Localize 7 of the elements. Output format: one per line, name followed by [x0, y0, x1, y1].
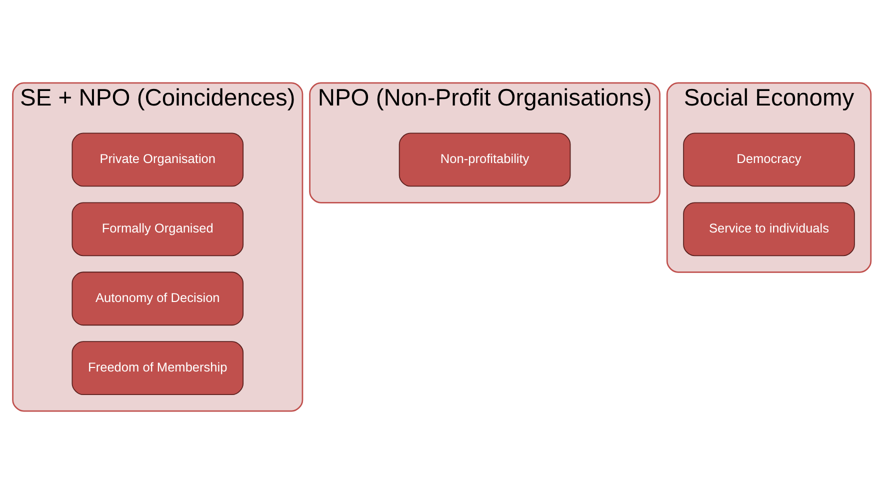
- node-box: Autonomy of Decision: [72, 271, 244, 326]
- node-box: Formally Organised: [72, 202, 244, 256]
- node-box: Democracy: [683, 132, 855, 186]
- node-box: Non-profitability: [398, 132, 571, 186]
- node-box: Freedom of Membership: [72, 340, 244, 395]
- node-box: Private Organisation: [72, 132, 244, 186]
- node-box: Service to individuals: [683, 202, 855, 256]
